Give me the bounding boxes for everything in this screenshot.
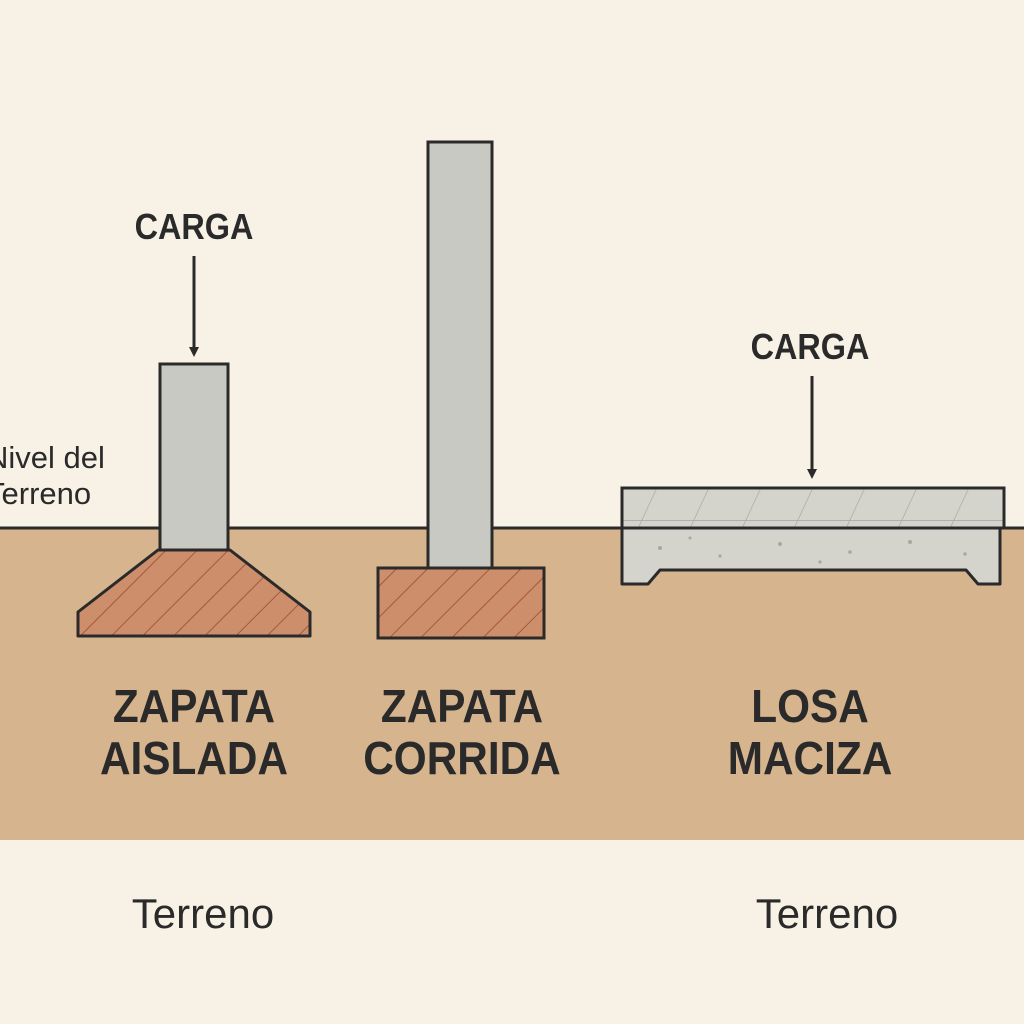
isolated-footing-column: [158, 362, 230, 552]
isolated-footing-label-line1: ZAPATA: [112, 680, 276, 732]
solid-slab-label-line1: LOSA: [751, 680, 869, 732]
strip-footing-label: ZAPATA CORRIDA: [352, 680, 573, 784]
solid-slab: [620, 376, 1006, 586]
lower-background: [0, 840, 1024, 1024]
strip-footing: [376, 140, 546, 640]
ground-level-label-line1: Nivel del: [0, 440, 105, 475]
slab-body: [620, 526, 1002, 586]
isolated-footing-base: [76, 548, 312, 638]
strip-footing-label-line1: ZAPATA: [380, 680, 544, 732]
strip-footing-base: [376, 566, 546, 640]
isolated-footing-label: ZAPATA AISLADA: [84, 680, 305, 784]
slab-reinforcement-mesh: [620, 486, 1006, 530]
soil-label-left: Terreno: [131, 890, 275, 937]
strip-footing-column: [426, 140, 494, 570]
strip-footing-label-line2: CORRIDA: [363, 732, 561, 784]
slab-load-label: CARGA: [750, 326, 870, 367]
soil-label-right: Terreno: [755, 890, 899, 937]
solid-slab-label: LOSA MACIZA: [700, 680, 921, 784]
isolated-footing-label-line2: AISLADA: [99, 732, 289, 784]
ground-level-label-line2: Terreno: [0, 476, 92, 511]
ground-level-label: Nivel del Terreno: [0, 440, 105, 512]
isolated-footing: [76, 256, 312, 638]
solid-slab-label-line2: MACIZA: [727, 732, 893, 784]
isolated-load-label: CARGA: [134, 206, 254, 247]
